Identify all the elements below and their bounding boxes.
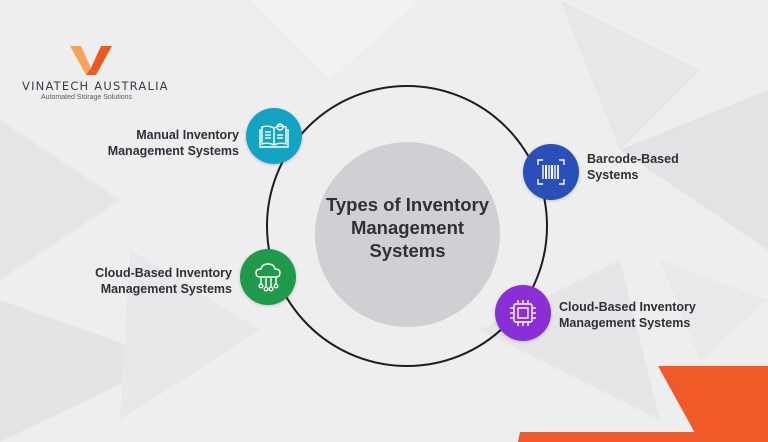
label-cloud-based-right: Cloud-Based Inventory Management Systems bbox=[559, 300, 696, 330]
label-cloud-based-left: Cloud-Based Inventory Management Systems bbox=[95, 266, 232, 296]
center-title: Types of Inventory Management Systems bbox=[325, 194, 490, 261]
node-cloud-based-left bbox=[240, 249, 296, 305]
node-cloud-based-right bbox=[495, 285, 551, 341]
chip-icon bbox=[510, 300, 536, 326]
brand-name: VINATECH AUSTRALIA bbox=[22, 79, 169, 93]
brand-tagline: Automated Storage Solutions bbox=[41, 94, 133, 101]
label-barcode: Barcode-Based Systems bbox=[587, 152, 679, 182]
cloud-network-icon bbox=[255, 263, 281, 292]
vinatech-logo-icon bbox=[70, 46, 112, 75]
label-manual-inventory: Manual Inventory Management Systems bbox=[107, 128, 239, 158]
node-barcode bbox=[523, 144, 579, 200]
manual-book-icon bbox=[259, 123, 289, 148]
node-manual-inventory bbox=[246, 108, 302, 164]
center-circle bbox=[315, 142, 500, 327]
barcode-icon bbox=[537, 159, 565, 185]
